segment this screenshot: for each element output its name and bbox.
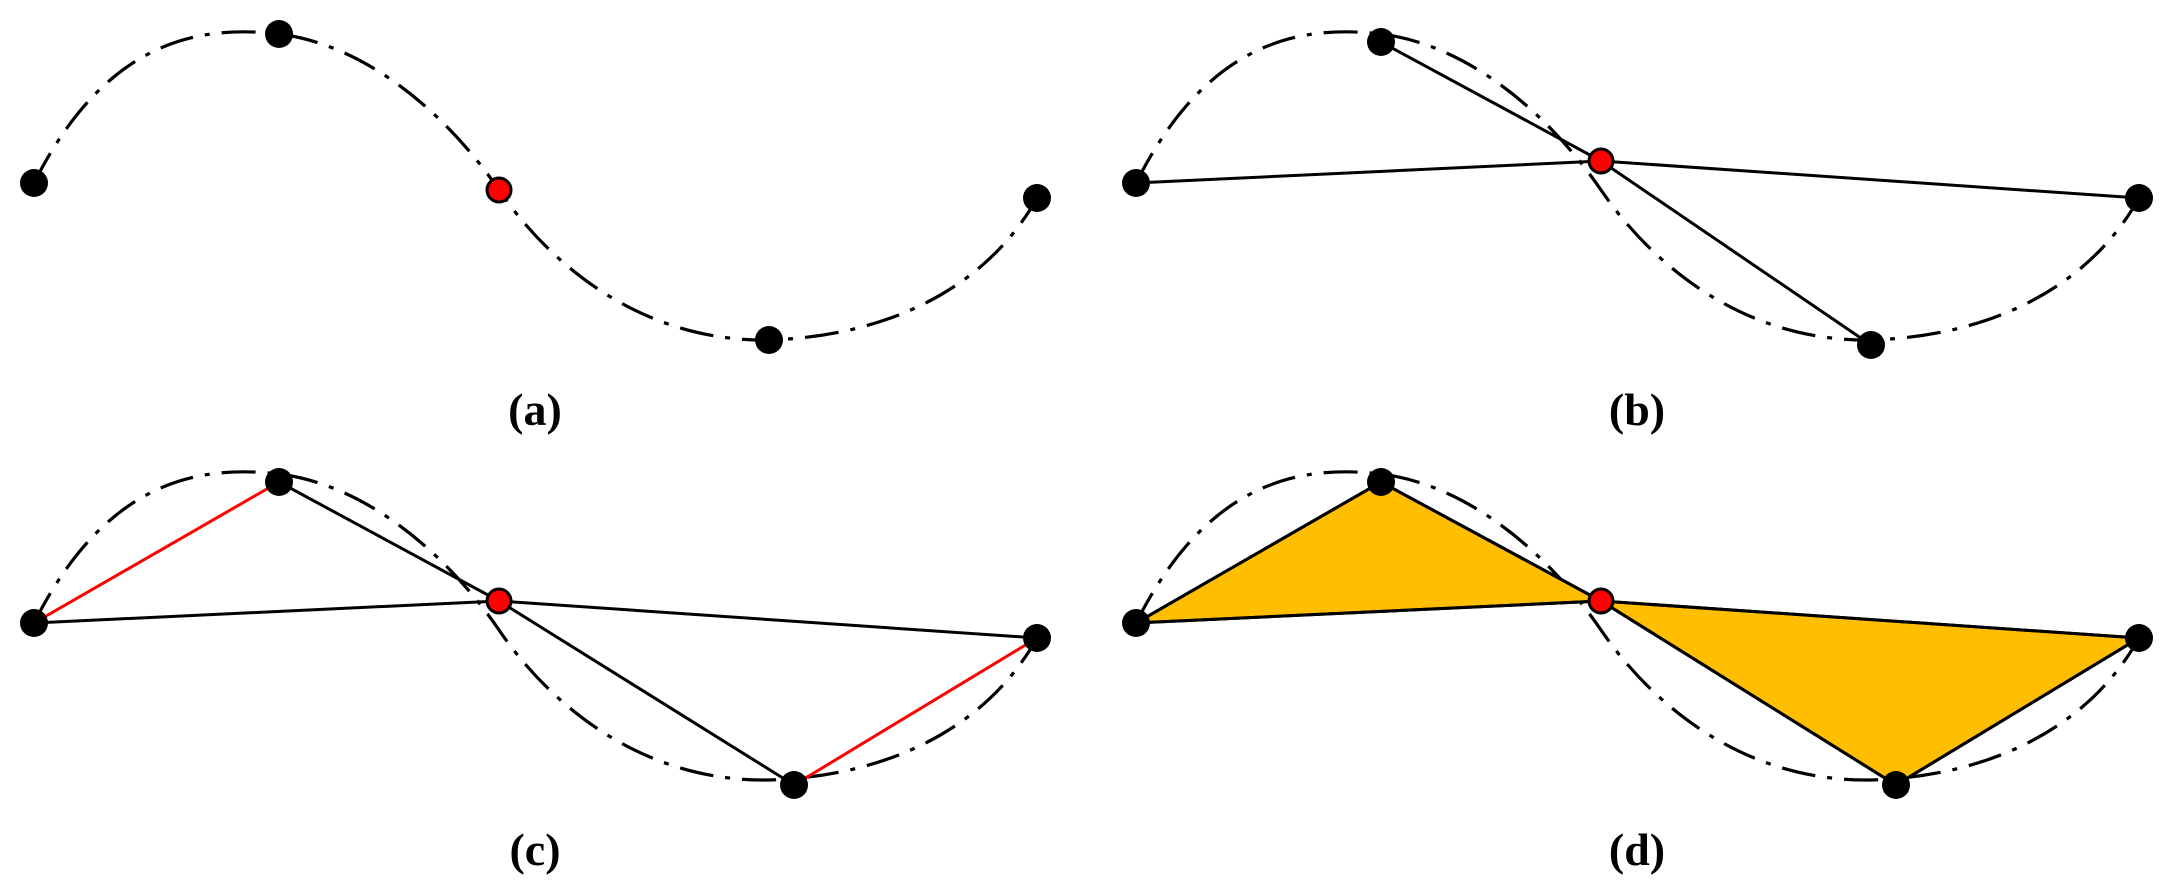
center-point (485, 176, 513, 204)
dash-dot-curve (1134, 30, 2141, 342)
edge-layer (1135, 480, 2140, 787)
panel-caption: (c) (509, 824, 560, 875)
connecting-line (1895, 636, 2140, 787)
highlighted-edge (793, 636, 1038, 787)
vertex-point (1882, 771, 1910, 799)
dash-dot-curve (32, 30, 1039, 342)
connecting-line (1135, 599, 1602, 625)
dash-dot-curve (1134, 470, 2141, 782)
vertex-point (1367, 468, 1395, 496)
vertex-point (755, 326, 783, 354)
point-layer (20, 468, 1051, 799)
connecting-line (1135, 159, 1602, 185)
vertex-point (20, 169, 48, 197)
connecting-line (498, 599, 795, 787)
panel-d: (d) (1122, 468, 2153, 875)
panel-a: (a) (20, 20, 1051, 435)
vertex-point (1367, 28, 1395, 56)
dash-dot-curve (32, 470, 1039, 782)
vertex-point (265, 468, 293, 496)
connecting-line (33, 599, 500, 625)
vertex-point (2125, 624, 2153, 652)
connecting-line (1600, 599, 2140, 640)
panel-c: (c) (20, 468, 1051, 875)
connecting-line (498, 599, 1038, 640)
connecting-line (278, 480, 500, 603)
center-point (1587, 147, 1615, 175)
center-point (485, 587, 513, 615)
connecting-line (1380, 480, 1602, 603)
vertex-point (780, 771, 808, 799)
panel-caption: (d) (1609, 824, 1665, 875)
point-layer (20, 20, 1051, 354)
filled-triangle (1135, 480, 1607, 625)
vertex-point (1023, 624, 1051, 652)
point-layer (1122, 28, 2153, 359)
edge-layer (1135, 40, 2140, 347)
connecting-line (1380, 40, 1602, 163)
center-point (1587, 587, 1615, 615)
vertex-point (1023, 184, 1051, 212)
panel-caption: (b) (1609, 384, 1665, 435)
connecting-line (1600, 599, 1897, 787)
vertex-point (1122, 609, 1150, 637)
connecting-line (1600, 159, 2140, 200)
point-layer (1122, 468, 2153, 799)
highlighted-edge (33, 480, 280, 625)
edge-layer (33, 480, 1038, 787)
vertex-point (265, 20, 293, 48)
triangle-layer (1135, 480, 2144, 787)
vertex-point (1122, 169, 1150, 197)
filled-triangle (1600, 599, 2144, 787)
panel-b: (b) (1122, 28, 2153, 435)
vertex-point (20, 609, 48, 637)
vertex-point (2125, 184, 2153, 212)
connecting-line (1600, 159, 1872, 347)
panel-caption: (a) (508, 384, 562, 435)
vertex-point (1857, 331, 1885, 359)
connecting-line (1135, 480, 1382, 625)
